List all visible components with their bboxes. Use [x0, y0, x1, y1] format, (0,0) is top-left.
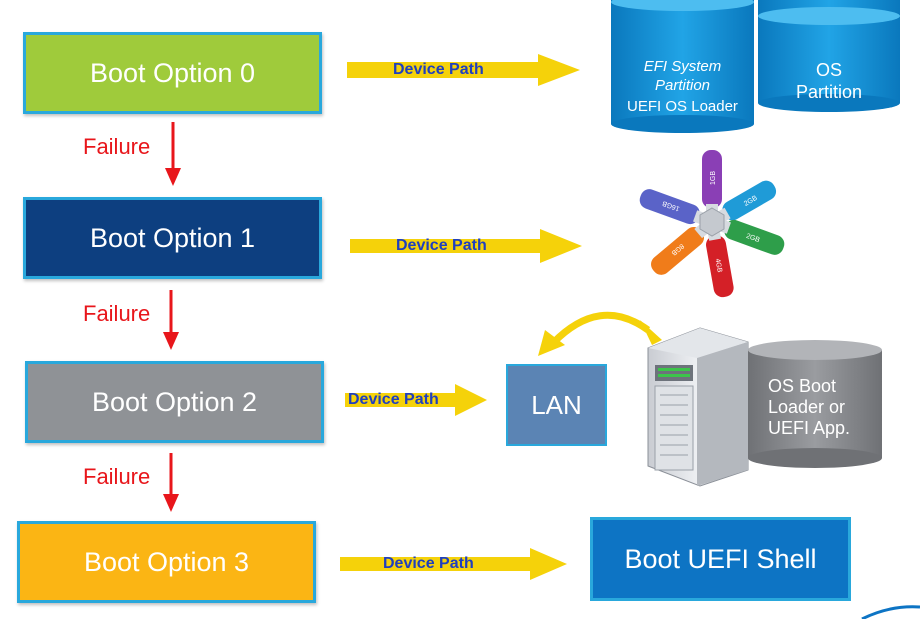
efi-partition-line1: EFI System: [643, 58, 722, 75]
server-icon: [647, 327, 749, 487]
os-partition-text: OS Partition: [758, 59, 900, 103]
failure-arrow: [163, 290, 179, 350]
boot-option-2: Boot Option 2: [25, 361, 324, 443]
os-partition-cylinder: [758, 0, 900, 112]
network-double-arrow: [538, 311, 662, 356]
usb-drives-icon: 1GB 2GB 2GB 4GB 8GB 16GB: [639, 150, 785, 298]
device-path-label: Device Path: [348, 391, 439, 408]
boot-option-label: Boot Option 2: [91, 386, 258, 417]
os-boot-loader-line2: Loader or: [768, 397, 846, 417]
boot-option-0: Boot Option 0: [23, 32, 322, 114]
device-path-arrow: [350, 229, 582, 263]
device-path-arrow: [347, 54, 580, 86]
failure-label: Failure: [83, 301, 151, 326]
os-boot-loader-cylinder: [748, 340, 882, 468]
efi-partition-text: EFI System Partition UEFI OS Loader: [611, 57, 754, 119]
boot-option-label: Boot Option 0: [89, 57, 256, 88]
failure-label: Failure: [83, 464, 151, 489]
os-boot-loader-line3: UEFI App.: [768, 418, 851, 438]
efi-partition-line3: UEFI OS Loader: [627, 98, 738, 115]
os-partition-line2: Partition: [795, 82, 863, 102]
failure-arrow: [165, 122, 181, 186]
device-path-arrow: [340, 548, 567, 580]
lan-box: LAN: [506, 364, 607, 446]
logo-arc: [861, 605, 920, 619]
os-partition-line1: OS: [815, 60, 842, 80]
boot-option-3: Boot Option 3: [17, 521, 316, 603]
efi-partition-line2: Partition: [654, 77, 711, 94]
device-path-label: Device Path: [393, 61, 484, 78]
usb-size-label: 4GB: [713, 258, 722, 273]
boot-option-label: Boot Option 1: [89, 222, 256, 253]
failure-label: Failure: [83, 134, 151, 159]
usb-size-label: 2GB: [745, 233, 761, 244]
usb-size-label: 1GB: [710, 171, 717, 185]
os-boot-loader-text: OS Boot Loader or UEFI App.: [768, 376, 878, 439]
efi-partition-cylinder: [611, 0, 754, 133]
os-boot-loader-line1: OS Boot: [768, 376, 837, 396]
device-path-arrow: [345, 384, 487, 416]
boot-option-1: Boot Option 1: [23, 197, 322, 279]
uefi-shell-label: Boot UEFI Shell: [624, 543, 817, 574]
device-path-label: Device Path: [396, 237, 487, 254]
uefi-shell-box: Boot UEFI Shell: [590, 517, 851, 601]
lan-label: LAN: [531, 389, 582, 420]
boot-option-label: Boot Option 3: [83, 546, 250, 577]
device-path-label: Device Path: [383, 555, 474, 572]
failure-arrow: [163, 453, 179, 512]
